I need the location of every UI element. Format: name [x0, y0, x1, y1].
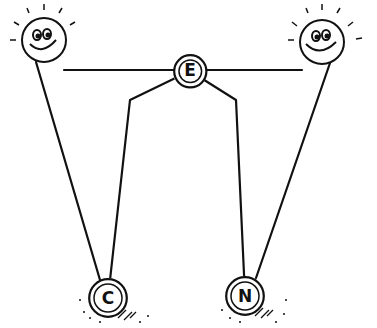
wires [36, 62, 330, 280]
connector-line [110, 79, 174, 279]
circle-node: E [173, 54, 208, 89]
circle-node: N [225, 276, 265, 316]
node-letter: C [102, 290, 114, 307]
smiley-face [10, 4, 75, 62]
circle-node: C [88, 278, 128, 318]
smiley-face [288, 4, 362, 64]
node-letter: E [184, 62, 196, 79]
node-letter: N [238, 288, 252, 305]
connector-line [205, 80, 244, 276]
